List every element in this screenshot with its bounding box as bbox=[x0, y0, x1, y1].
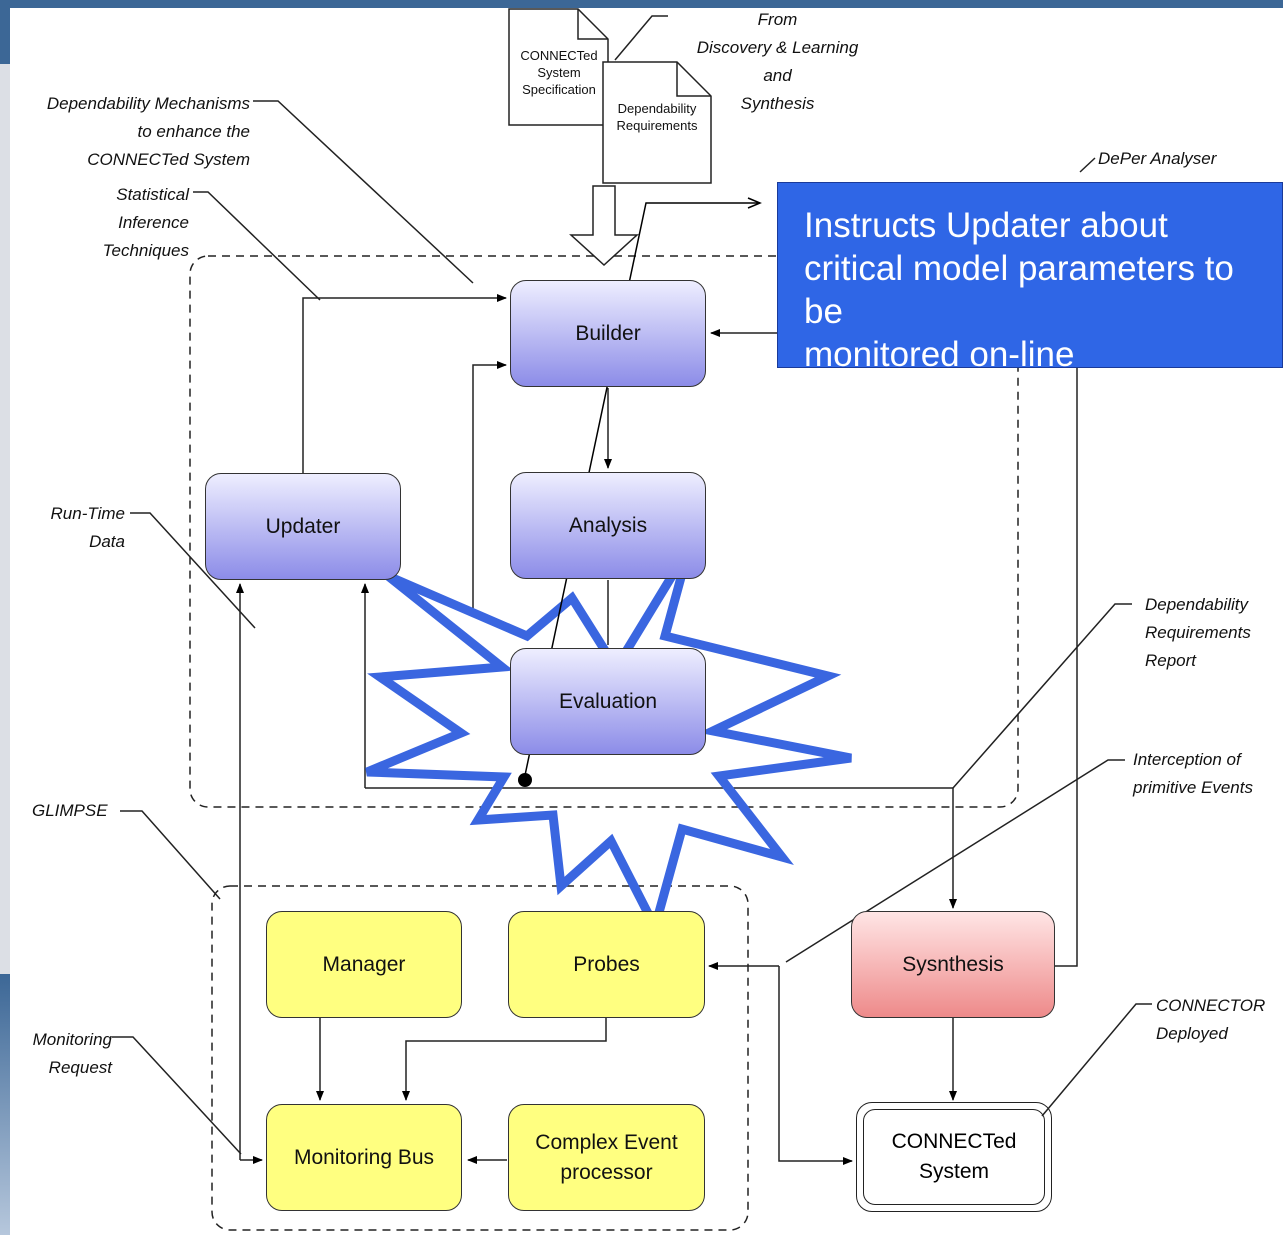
doc-req-icon bbox=[602, 61, 712, 184]
top-bar bbox=[0, 0, 1283, 8]
input-arrow-icon bbox=[569, 185, 639, 267]
updater-box: Updater bbox=[205, 473, 401, 580]
left-bar-bottom bbox=[0, 974, 10, 1235]
pointer-dot bbox=[518, 773, 532, 787]
note-monitoring-request: Monitoring Request bbox=[32, 1030, 112, 1077]
builder-box: Builder bbox=[510, 280, 706, 387]
note-glimpse: GLIMPSE bbox=[32, 801, 108, 820]
manager-box: Manager bbox=[266, 911, 462, 1018]
left-bar-top bbox=[0, 8, 10, 64]
note-connector: CONNECTOR Deployed bbox=[1156, 996, 1266, 1043]
glimpse-group bbox=[211, 885, 749, 1231]
connected-system-label: CONNECTed System bbox=[863, 1109, 1045, 1205]
note-from: From Discovery & Learning and Synthesis bbox=[696, 10, 859, 113]
callout-box: Instructs Updater about critical model p… bbox=[777, 182, 1283, 368]
complex-event-processor-box: Complex Event processor bbox=[508, 1104, 705, 1211]
synthesis-box: Sysnthesis bbox=[851, 911, 1055, 1018]
left-bar-middle bbox=[0, 64, 10, 974]
callout-pointer bbox=[523, 202, 758, 781]
connected-system-box: CONNECTed System bbox=[856, 1102, 1052, 1212]
analysis-box: Analysis bbox=[510, 472, 706, 579]
note-dep-report: Dependability Requirements Report bbox=[1145, 595, 1251, 670]
monitoring-bus-box: Monitoring Bus bbox=[266, 1104, 462, 1211]
note-deper: DePer Analyser bbox=[1098, 149, 1217, 168]
evaluation-box: Evaluation bbox=[510, 648, 706, 755]
doc-req-label: Dependability Requirements bbox=[616, 101, 698, 133]
doc-spec-label: CONNECTed System Specification bbox=[520, 48, 598, 97]
note-interception: Interception of primitive Events bbox=[1133, 750, 1253, 797]
note-runtime: Run-Time Data bbox=[50, 504, 125, 551]
probes-box: Probes bbox=[508, 911, 705, 1018]
note-mechanisms: Dependability Mechanisms to enhance the … bbox=[46, 94, 250, 169]
note-statistical: Statistical Inference Techniques bbox=[102, 185, 189, 260]
burst-star-icon bbox=[365, 545, 852, 940]
